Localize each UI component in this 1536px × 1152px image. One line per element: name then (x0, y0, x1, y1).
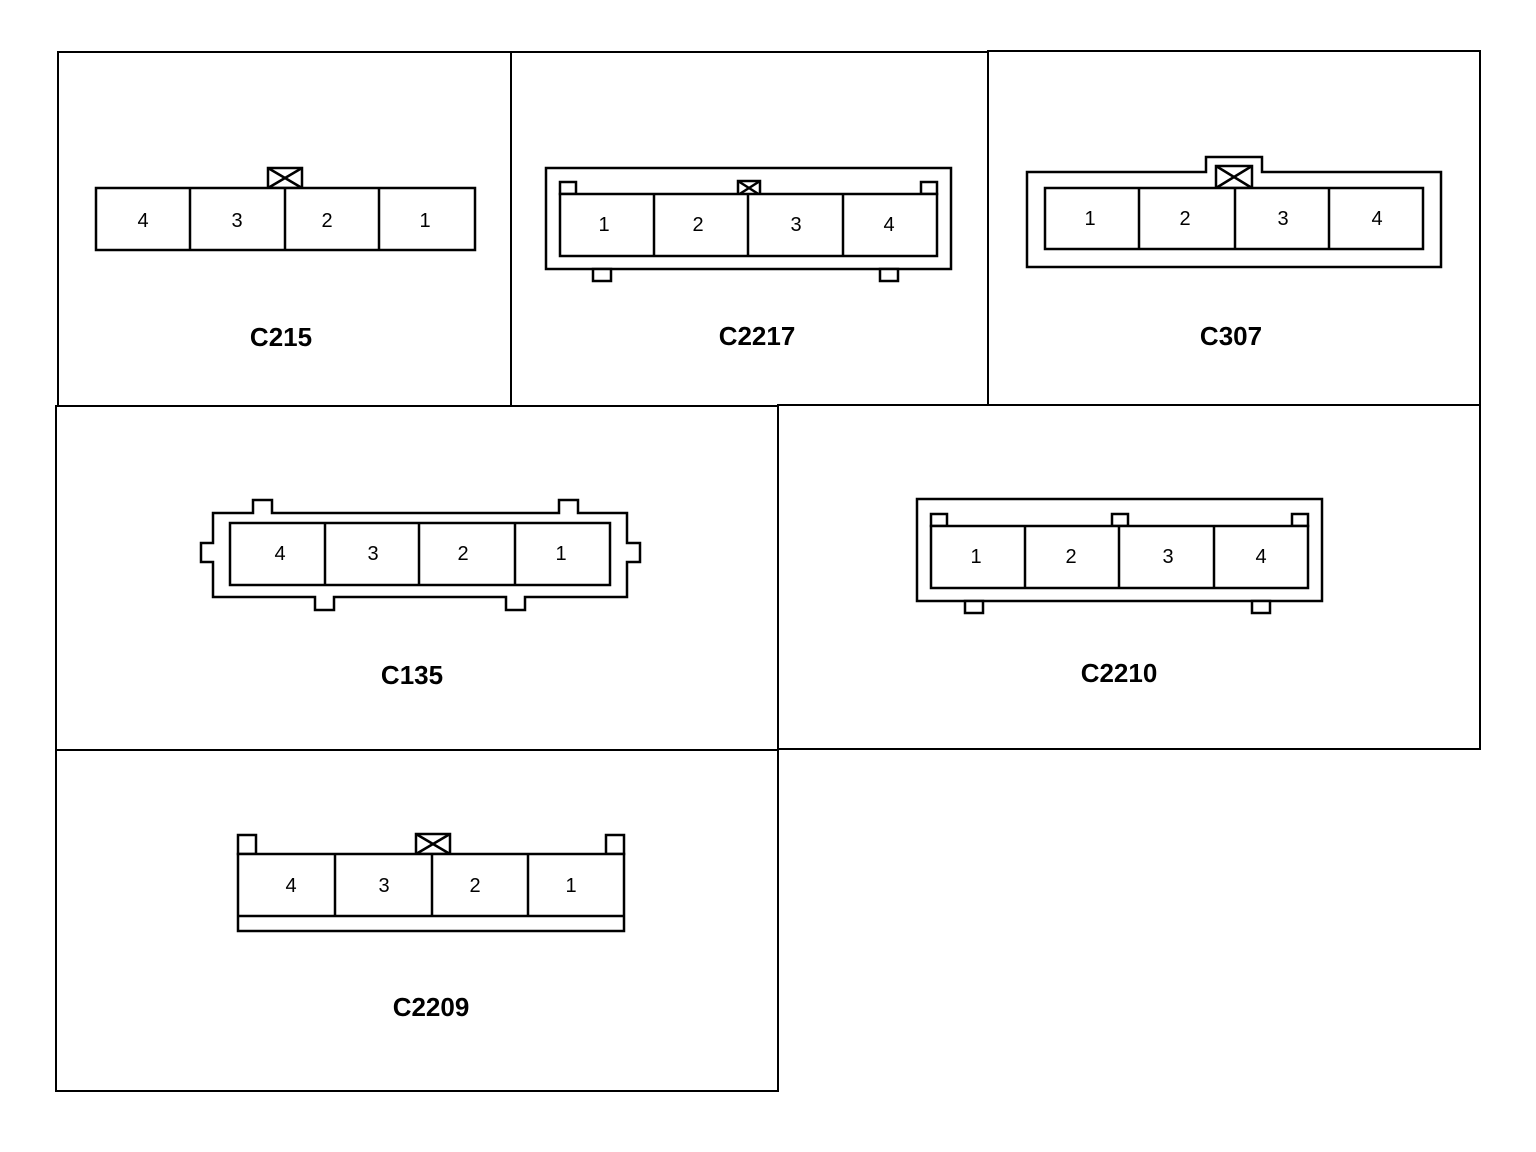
connector-label-c307: C307 (1199, 321, 1263, 351)
c307-pin-4-label: 4 (1371, 208, 1382, 230)
c2209-pin-3-label: 2 (469, 875, 480, 897)
connector-label-c2217: C2217 (718, 321, 796, 351)
c2217-pin-1-label: 1 (598, 214, 609, 236)
c307-pin-2-label: 2 (1179, 208, 1190, 230)
connector-label-c135: C135 (380, 660, 444, 690)
c307-pin-3-label: 3 (1277, 208, 1288, 230)
c135-pin-2-label: 3 (367, 543, 378, 565)
c2210-pin-4-label: 4 (1255, 546, 1266, 568)
c2217-pin-3-label: 3 (790, 214, 801, 236)
c2209-pin-4-label: 1 (565, 875, 576, 897)
c2217-pin-4-label: 4 (883, 214, 894, 236)
connector-label-c2209: C2209 (392, 992, 470, 1022)
c215-pin-4-label: 1 (419, 210, 430, 232)
connector-c307-drawing (1025, 155, 1443, 269)
c135-pin-3-label: 2 (457, 543, 468, 565)
c2210-pin-3-label: 3 (1162, 546, 1173, 568)
c2209-pin-1-label: 4 (285, 875, 296, 897)
c2210-pin-1-label: 1 (970, 546, 981, 568)
connector-label-c215: C215 (249, 322, 313, 352)
c307-pin-1-label: 1 (1084, 208, 1095, 230)
connector-label-c2210: C2210 (1080, 658, 1158, 688)
c2210-pin-2-label: 2 (1065, 546, 1076, 568)
c215-pin-2-label: 3 (231, 210, 242, 232)
connector-c215-drawing (94, 166, 477, 252)
c135-pin-1-label: 4 (274, 543, 285, 565)
c2217-pin-2-label: 2 (692, 214, 703, 236)
connector-c2210-drawing (915, 497, 1324, 615)
c135-pin-4-label: 1 (555, 543, 566, 565)
connector-c2209-drawing (236, 832, 626, 933)
connector-c2217-drawing (544, 166, 953, 283)
connector-c135-drawing (199, 498, 642, 612)
c215-pin-1-label: 4 (137, 210, 148, 232)
c2209-pin-2-label: 3 (378, 875, 389, 897)
c215-pin-3-label: 2 (321, 210, 332, 232)
